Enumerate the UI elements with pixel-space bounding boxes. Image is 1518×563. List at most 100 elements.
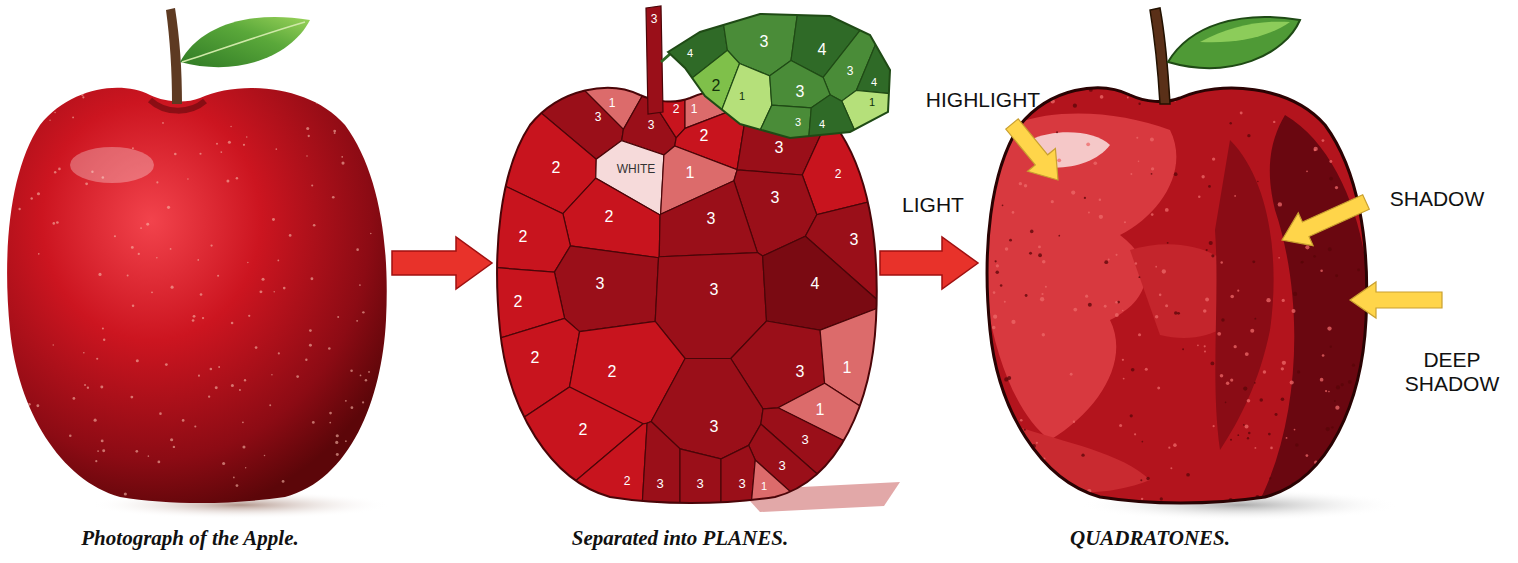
pointer-arrow	[1282, 195, 1369, 246]
panel: Separated into PLANES.	[494, 0, 878, 563]
plane-number: 3	[847, 65, 854, 79]
plane-number: 1	[761, 480, 767, 493]
plane-number: 3	[738, 477, 745, 492]
quadratone-apple	[981, 8, 1400, 521]
tone-patch	[1215, 140, 1274, 450]
plane-number: 3	[778, 459, 785, 474]
plane-number: 3	[596, 275, 605, 293]
plane-facet	[749, 424, 870, 520]
panel-caption: Separated into PLANES.	[572, 526, 788, 551]
plane-facet	[554, 246, 658, 332]
plane-number: 4	[819, 118, 825, 131]
plane-number: 3	[710, 418, 719, 436]
apple-planes	[480, 70, 890, 520]
pointer-arrows	[1006, 119, 1442, 318]
plane-facet	[761, 408, 890, 520]
plane-number: 3	[760, 33, 769, 51]
plane-number: 3	[595, 111, 602, 125]
plane-number: 4	[871, 76, 877, 89]
apple-stem	[646, 6, 663, 114]
plane-facet	[529, 423, 647, 520]
plane-number: 3	[651, 13, 658, 27]
plane-number: 2	[835, 168, 842, 182]
tone-patches	[981, 84, 1373, 506]
plane-number: 2	[700, 127, 709, 145]
apple-highlight	[70, 147, 154, 183]
plane-number: 3	[648, 119, 655, 133]
leaf-light	[1200, 22, 1290, 43]
plane-facet	[808, 95, 861, 145]
plane-number: 3	[795, 116, 801, 129]
plane-number: 2	[712, 77, 721, 95]
plane-facet	[680, 449, 721, 520]
plane-number: 3	[796, 83, 805, 101]
plane-number: 3	[850, 231, 859, 249]
plane-number: 4	[687, 47, 693, 60]
plane-number: 3	[710, 281, 719, 299]
plane-number: 2	[605, 208, 614, 226]
plane-number: 2	[608, 363, 617, 381]
plane-facet	[480, 174, 570, 272]
leaf-vein	[182, 22, 305, 62]
panel: QUADRATONES.	[980, 0, 1380, 563]
plane-facet	[750, 460, 822, 520]
pointer-arrow	[1350, 282, 1442, 318]
plane-number: 2	[514, 293, 523, 311]
tone-patch	[1260, 115, 1369, 500]
apple-outline	[987, 88, 1367, 503]
plane-number: 4	[811, 275, 820, 293]
panel-caption: Photograph of the Apple.	[81, 526, 298, 551]
plane-number: 2	[552, 159, 561, 177]
plane-number: 3	[707, 210, 716, 228]
plane-number: 2	[673, 103, 680, 117]
apple-outline	[497, 88, 877, 503]
plane-facet	[641, 422, 680, 520]
plane-facet	[563, 178, 660, 258]
plane-number: 1	[816, 401, 825, 419]
plane-number: 1	[609, 97, 616, 111]
plane-number: 2	[579, 421, 588, 439]
leaf-outline	[668, 14, 890, 138]
callout-label: DEEP SHADOW	[1405, 348, 1500, 396]
plane-facet	[842, 90, 895, 145]
plane-number: 2	[531, 349, 540, 367]
plane-facet	[659, 181, 757, 257]
plane-number: 3	[775, 139, 784, 157]
panel-caption: QUADRATONES.	[1070, 526, 1230, 551]
flow-arrow	[392, 237, 492, 289]
apple-leaf	[180, 17, 310, 67]
plane-number: 3	[796, 363, 805, 381]
apple-speckles	[9, 85, 379, 500]
leaf-planes	[660, 5, 895, 145]
callout-label: HIGHLIGHT	[926, 88, 1040, 112]
apple-leaf	[1168, 17, 1300, 68]
photo-apple	[7, 8, 390, 519]
leaf-stalk	[661, 54, 670, 62]
callout-label: LIGHT	[902, 193, 964, 217]
panel: Photograph of the Apple.	[0, 0, 390, 563]
plane-number: 1	[686, 164, 695, 182]
plane-number: 2	[519, 228, 528, 246]
plane-number: 4	[818, 41, 827, 59]
pointer-arrow	[1006, 119, 1058, 180]
plane-number: 2	[624, 475, 631, 489]
plane-facet	[708, 64, 772, 145]
plane-number: 3	[696, 477, 703, 492]
plane-number: 1	[843, 359, 852, 377]
callout-label: SHADOW	[1390, 187, 1485, 211]
apple-stem	[1150, 8, 1170, 104]
flow-arrow	[880, 237, 978, 289]
planes-apple	[480, 5, 900, 520]
plane-number: 1	[739, 90, 745, 103]
plane-number: WHITE	[617, 163, 656, 177]
plane-number: 1	[869, 96, 875, 109]
plane-number: 3	[801, 433, 808, 448]
plane-number: 3	[656, 477, 663, 492]
plane-number: 3	[771, 189, 780, 207]
plane-facet	[721, 445, 755, 520]
plane-number: 1	[691, 103, 698, 117]
apple-body	[7, 88, 387, 503]
